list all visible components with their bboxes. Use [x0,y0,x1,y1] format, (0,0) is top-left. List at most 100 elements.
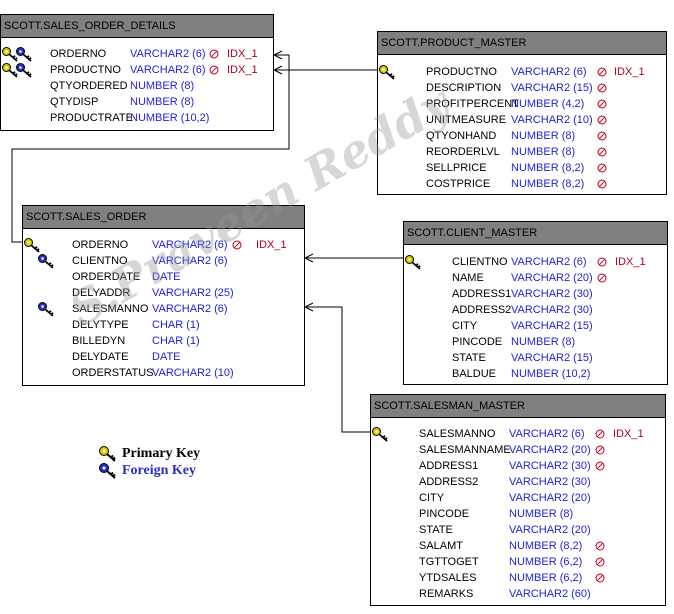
column-name: QTYORDERED [50,80,128,92]
column-name: QTYDISP [50,96,99,108]
column-name: PRODUCTNO [50,64,121,76]
legend-primary-key-label: Primary Key [122,446,201,461]
column-type: VARCHAR2 (25) [152,287,234,299]
column-name: CLIENTNO [452,256,508,268]
column-type: VARCHAR2 (6) [152,255,228,267]
column-type: NUMBER (10,2) [511,368,591,380]
not-null-circle-icon [597,178,607,189]
not-null-circle-icon [595,428,605,439]
column-name: PINCODE [419,508,470,520]
column-name: CITY [452,320,478,332]
column-type: VARCHAR2 (6) [130,48,206,60]
column-row[interactable]: PINCODE NUMBER (8) [371,506,665,522]
blue-key-icon [99,463,116,479]
not-null-circle-icon [597,272,607,283]
primary-foreign-key-icon [1,62,35,78]
not-null-circle-icon [209,48,219,59]
column-name: COSTPRICE [426,178,491,190]
table-title: SCOTT.CLIENT_MASTER [404,222,667,245]
blue-key-icon [37,301,55,317]
column-row[interactable]: PINCODE NUMBER (8) [404,334,667,350]
column-type: VARCHAR2 (6) [509,428,585,440]
column-name: NAME [452,272,484,284]
column-name: ADDRESS1 [419,460,479,472]
column-name: DESCRIPTION [426,82,502,94]
column-type: NUMBER (8) [130,80,195,92]
column-type: NUMBER (6,2) [509,572,583,584]
not-null-circle-icon [597,256,607,267]
not-null-circle-icon [595,556,605,567]
column-name: ORDERNO [50,48,107,60]
column-type: NUMBER (8) [511,336,576,348]
column-row[interactable]: PRODUCTNO VARCHAR2 (6) IDX_1 [1,62,273,78]
column-type: VARCHAR2 (30) [511,288,593,300]
column-index: IDX_1 [227,64,258,76]
column-row[interactable]: SALAMT NUMBER (8,2) [371,538,665,554]
column-index: IDX_1 [256,239,287,251]
column-name: SALAMT [419,540,464,552]
column-type: VARCHAR2 (6) [130,64,206,76]
column-row[interactable]: ORDERDATE DATE [23,269,304,285]
not-null-circle-icon [597,98,607,109]
blue-key-icon [16,47,32,62]
column-name: PRODUCTNO [426,66,497,78]
column-name: PINCODE [452,336,503,348]
column-row[interactable]: QTYDISP NUMBER (8) [1,94,273,110]
column-type: NUMBER (10,2) [130,112,210,124]
column-type: NUMBER (8,2) [511,162,585,174]
column-type: NUMBER (8) [511,146,576,158]
column-type: NUMBER (8,2) [509,540,583,552]
column-index: IDX_1 [227,48,258,60]
column-type: NUMBER (8) [130,96,195,108]
column-index: IDX_1 [613,428,644,440]
column-name: ADDRESS1 [452,288,512,300]
column-name: STATE [452,352,486,364]
column-row[interactable]: ORDERNO VARCHAR2 (6) IDX_1 [1,46,273,62]
column-type: CHAR (1) [152,335,200,347]
column-type: DATE [152,271,181,283]
column-name: REMARKS [419,588,474,600]
column-name: CITY [419,492,445,504]
column-name: ORDERDATE [72,271,141,283]
column-type: NUMBER (8) [509,508,574,520]
column-name: PRODUCTRATE [50,112,133,124]
table-title: SCOTT.PRODUCT_MASTER [378,32,666,55]
